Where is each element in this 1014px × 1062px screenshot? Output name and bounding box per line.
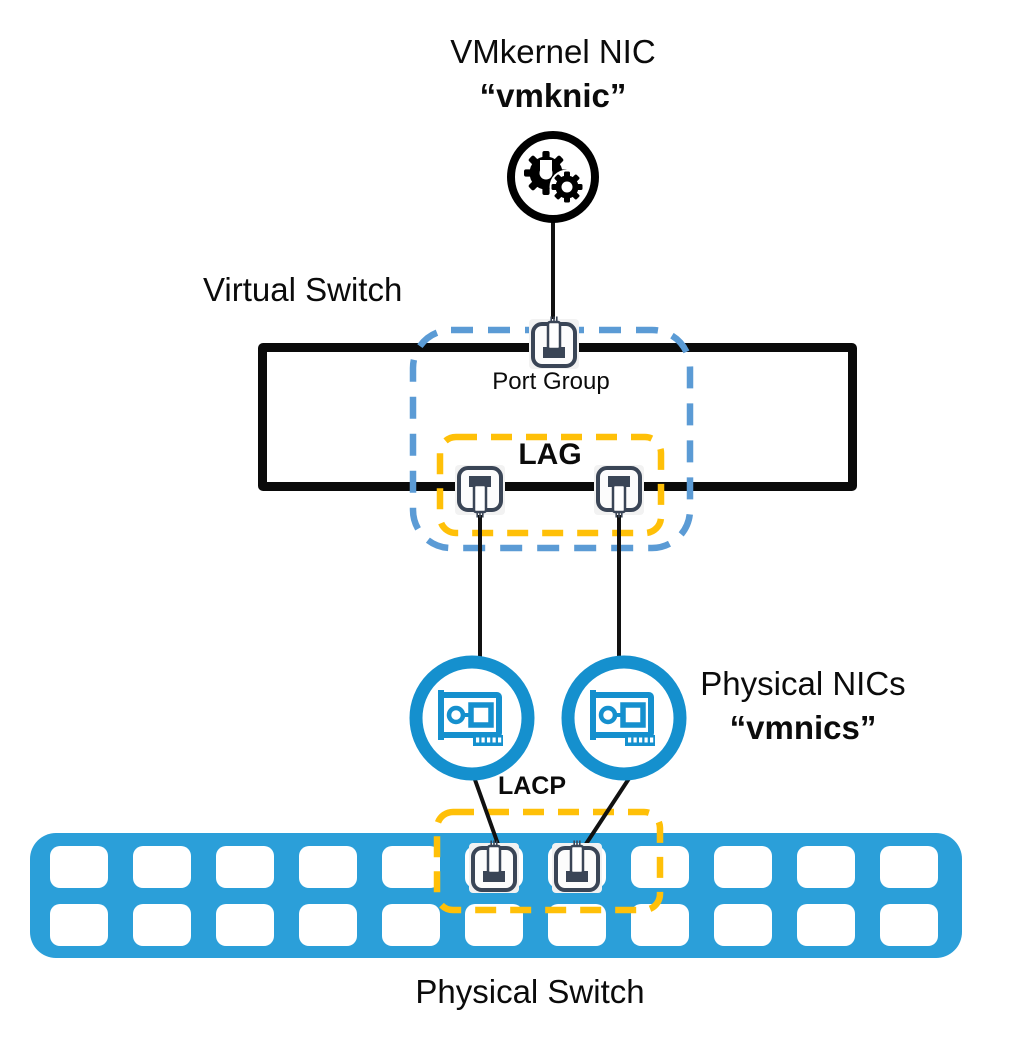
switch-port-cell bbox=[631, 846, 689, 888]
physical-nics-title: Physical NICs bbox=[700, 665, 906, 702]
switch-port-cell bbox=[880, 846, 938, 888]
vmknic-gears-icon bbox=[506, 130, 600, 224]
lacp-label: LACP bbox=[497, 772, 567, 800]
switch-port-cell bbox=[465, 904, 523, 946]
switch-port-cell bbox=[714, 904, 772, 946]
switch-port-cell bbox=[299, 846, 357, 888]
switch-port-cell bbox=[465, 846, 523, 888]
vmkernel-nic-label: VMkernel NIC “vmknic” bbox=[363, 30, 743, 118]
switch-port-cell bbox=[714, 846, 772, 888]
switch-port-cell bbox=[216, 846, 274, 888]
physical-switch-label: Physical Switch bbox=[415, 973, 645, 1010]
virtual-switch-label: Virtual Switch bbox=[203, 271, 403, 308]
physical-nic-icon-1 bbox=[407, 653, 537, 783]
switch-port-cell bbox=[797, 846, 855, 888]
vmknic-name: “vmknic” bbox=[479, 77, 627, 114]
switch-port-cell bbox=[299, 904, 357, 946]
switch-port-cell bbox=[50, 846, 108, 888]
vmkernel-nic-title: VMkernel NIC bbox=[450, 33, 656, 70]
switch-port-cell bbox=[382, 904, 440, 946]
port-group-label: Port Group bbox=[492, 368, 610, 395]
switch-port-cell bbox=[548, 904, 606, 946]
switch-port-cell bbox=[133, 904, 191, 946]
physical-switch-port-grid bbox=[30, 833, 962, 946]
switch-port-cell bbox=[216, 904, 274, 946]
switch-port-cell bbox=[631, 904, 689, 946]
vmnics-name: “vmnics” bbox=[729, 709, 877, 746]
physical-nics-label: Physical NICs “vmnics” bbox=[678, 662, 928, 750]
switch-port-cell bbox=[548, 846, 606, 888]
lag-label: LAG bbox=[518, 438, 582, 471]
physical-nic-icon-2 bbox=[559, 653, 689, 783]
switch-port-cell bbox=[382, 846, 440, 888]
switch-port-cell bbox=[797, 904, 855, 946]
switch-port-cell bbox=[880, 904, 938, 946]
physical-switch-box bbox=[30, 833, 962, 958]
switch-port-cell bbox=[133, 846, 191, 888]
switch-port-cell bbox=[50, 904, 108, 946]
